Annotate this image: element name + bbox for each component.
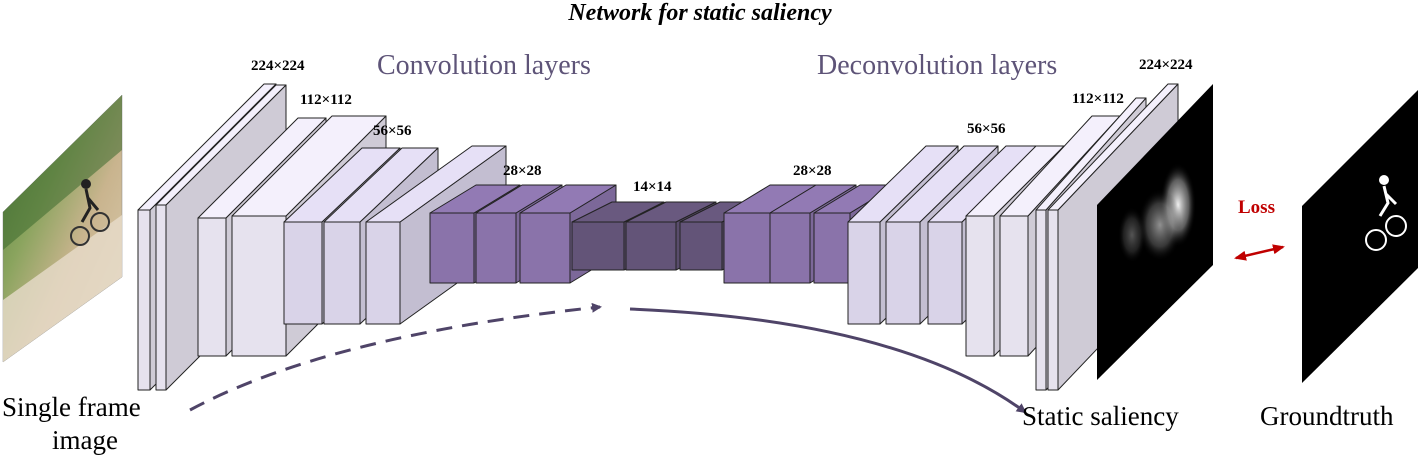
- input-label-line1: Single frame: [2, 392, 141, 422]
- diagram-title: Network for static saliency: [568, 0, 832, 26]
- conv5-layer-c-front: [679, 221, 723, 271]
- deconv3-layer-a-front: [965, 215, 995, 357]
- solid-flow-arrow: [629, 307, 1027, 414]
- conv1-layer-b-front: [155, 204, 167, 391]
- size-label-112-left: 112×112: [300, 92, 352, 108]
- loss-arrow: [1234, 244, 1285, 261]
- conv3-layer-a-front: [283, 221, 323, 325]
- conv2-layer-a-front: [197, 217, 227, 357]
- size-label-56-right: 56×56: [967, 121, 1006, 137]
- size-label-14: 14×14: [633, 179, 672, 195]
- conv3-layer-c-front: [365, 221, 401, 325]
- deconv1-layer-c-front: [813, 212, 851, 284]
- groundtruth-mask-icon: [1302, 90, 1418, 383]
- size-label-224-left: 224×224: [251, 58, 305, 74]
- deconv3-layer-b-front: [999, 215, 1029, 357]
- conv1-layer-a-front: [137, 209, 151, 391]
- convolution-section-label: Convolution layers: [377, 50, 591, 81]
- layer-stack: [137, 83, 1179, 391]
- conv3-layer-b-front: [323, 221, 361, 325]
- deconv4-layer-a-front: [1035, 209, 1047, 391]
- size-label-56-left: 56×56: [373, 123, 412, 139]
- conv2-layer-b-front: [231, 215, 287, 357]
- deconv1-layer-a-front: [723, 212, 771, 284]
- deconv2-layer-c-front: [927, 221, 963, 325]
- conv4-layer-c-front: [519, 212, 571, 284]
- saliency-map-icon: [1097, 84, 1213, 380]
- groundtruth-label: Groundtruth: [1260, 401, 1394, 431]
- deconvolution-section-label: Deconvolution layers: [817, 50, 1058, 81]
- deconv2-layer-a-front: [847, 221, 881, 325]
- input-label-line2: image: [52, 425, 118, 455]
- conv5-layer-b-front: [625, 221, 677, 271]
- size-label-28-left: 28×28: [503, 163, 542, 179]
- size-label-28-right: 28×28: [793, 163, 832, 179]
- deconv1-layer-b-front: [769, 212, 811, 284]
- size-label-224-right: 224×224: [1139, 57, 1193, 73]
- deconv4-layer-b-front: [1047, 209, 1059, 391]
- conv4-layer-a-front: [429, 212, 475, 284]
- dashed-flow-arrow: [189, 302, 602, 412]
- conv4-layer-b-front: [475, 212, 517, 284]
- loss-label: Loss: [1238, 197, 1275, 218]
- input-photo-icon: [2, 94, 123, 363]
- size-label-112-right: 112×112: [1072, 91, 1124, 107]
- deconv2-layer-b-front: [885, 221, 921, 325]
- conv5-layer-a-front: [571, 221, 625, 271]
- output-label: Static saliency: [1022, 401, 1179, 431]
